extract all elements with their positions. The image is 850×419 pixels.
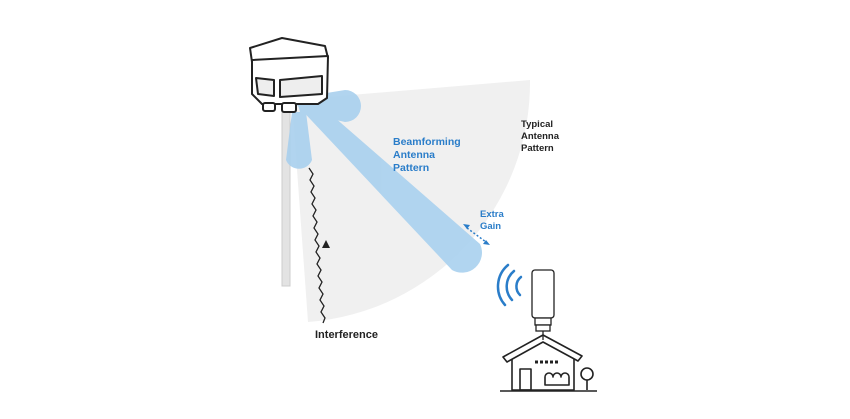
beamforming-label-line: Antenna — [393, 149, 435, 161]
interference-arrow-icon — [322, 240, 330, 248]
beamforming-label: Beamforming Antenna Pattern — [393, 136, 461, 175]
typical-label-line: Antenna — [521, 131, 559, 142]
cpe-antenna — [531, 269, 555, 340]
house-icon — [500, 334, 597, 392]
pole — [281, 107, 291, 287]
typical-label-line: Pattern — [521, 143, 554, 154]
beamforming-label-line: Pattern — [393, 162, 430, 174]
base-station-device — [249, 37, 329, 113]
extra-gain-arrow-icon — [463, 224, 490, 245]
extra-gain-label: Extra Gain — [480, 209, 504, 233]
beamforming-lobes — [286, 90, 482, 273]
extra-gain-label-line: Extra — [480, 209, 504, 220]
signal-waves-icon — [496, 263, 523, 307]
down-lobe — [286, 112, 312, 169]
typical-antenna-label: Typical Antenna Pattern — [521, 119, 559, 155]
extra-gain-label-line: Gain — [480, 221, 502, 232]
main-beam — [296, 96, 482, 273]
beamforming-label-line: Beamforming — [393, 136, 461, 148]
interference-label: Interference — [315, 329, 378, 341]
typical-label-line: Typical — [521, 119, 554, 130]
interference-line — [308, 167, 326, 324]
